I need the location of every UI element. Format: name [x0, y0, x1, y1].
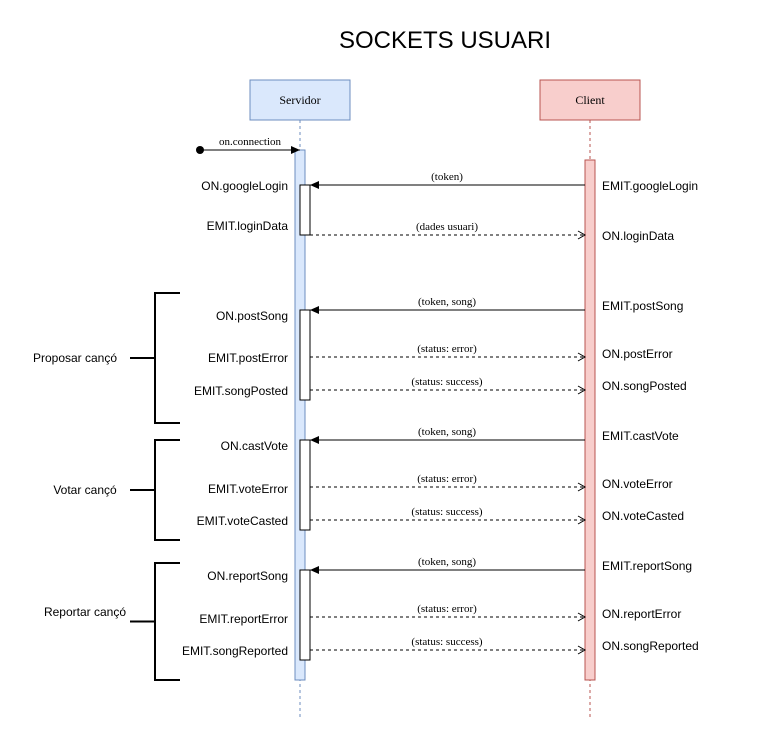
- client-event-label: EMIT.googleLogin: [602, 179, 698, 193]
- message-label: (status: success): [411, 376, 483, 388]
- client-event-label: ON.songPosted: [602, 379, 687, 393]
- client-event-label: EMIT.postSong: [602, 299, 683, 313]
- server-activation-report: [299, 569, 311, 661]
- server-event-label: ON.castVote: [221, 439, 289, 453]
- client-event-label: ON.loginData: [602, 229, 674, 243]
- client-activation-main: [584, 159, 596, 681]
- group-bracket: [130, 562, 180, 681]
- message-label: (token, song): [418, 296, 476, 308]
- message-label: (dades usuari): [416, 221, 478, 233]
- message-label: (status: success): [411, 636, 483, 648]
- server-event-label: ON.reportSong: [207, 569, 288, 583]
- group-bracket: [130, 292, 180, 424]
- message-label: (token, song): [418, 426, 476, 438]
- server-event-label: ON.postSong: [216, 309, 288, 323]
- diagram-title: SOCKETS USUARI: [339, 27, 551, 54]
- client-event-label: EMIT.castVote: [602, 429, 679, 443]
- message-label: (status: success): [411, 506, 483, 518]
- server-event-label: ON.googleLogin: [201, 179, 288, 193]
- server-participant-box: [249, 79, 351, 121]
- client-event-label: ON.voteCasted: [602, 509, 684, 523]
- server-event-label: EMIT.loginData: [207, 219, 289, 233]
- group-label: Proposar cançó: [33, 351, 117, 365]
- client-event-label: ON.postError: [602, 347, 673, 361]
- message-label: (status: error): [417, 343, 477, 355]
- server-event-label: EMIT.songReported: [182, 644, 288, 658]
- server-activation-vote: [299, 439, 311, 531]
- group-label: Reportar cançó: [44, 605, 126, 619]
- server-event-label: EMIT.postError: [208, 351, 288, 365]
- server-event-label: EMIT.voteCasted: [197, 514, 288, 528]
- message-label: (token): [431, 171, 463, 183]
- client-event-label: ON.voteError: [602, 477, 673, 491]
- group-bracket: [130, 439, 180, 541]
- client-event-label: ON.songReported: [602, 639, 699, 653]
- message-label: (status: error): [417, 603, 477, 615]
- server-event-label: EMIT.voteError: [208, 482, 288, 496]
- client-participant-box: [539, 79, 641, 121]
- server-event-label: EMIT.reportError: [199, 612, 288, 626]
- server-event-label: EMIT.songPosted: [194, 384, 288, 398]
- client-event-label: EMIT.reportSong: [602, 559, 692, 573]
- connection-label: on.connection: [219, 136, 282, 148]
- message-label: (status: error): [417, 473, 477, 485]
- client-participant-label: Client: [575, 93, 605, 107]
- message-label: (token, song): [418, 556, 476, 568]
- server-activation-postsong: [299, 309, 311, 401]
- server-participant-label: Servidor: [279, 93, 320, 107]
- client-event-label: ON.reportError: [602, 607, 681, 621]
- server-activation-login: [299, 184, 311, 236]
- group-label: Votar cançó: [53, 483, 117, 497]
